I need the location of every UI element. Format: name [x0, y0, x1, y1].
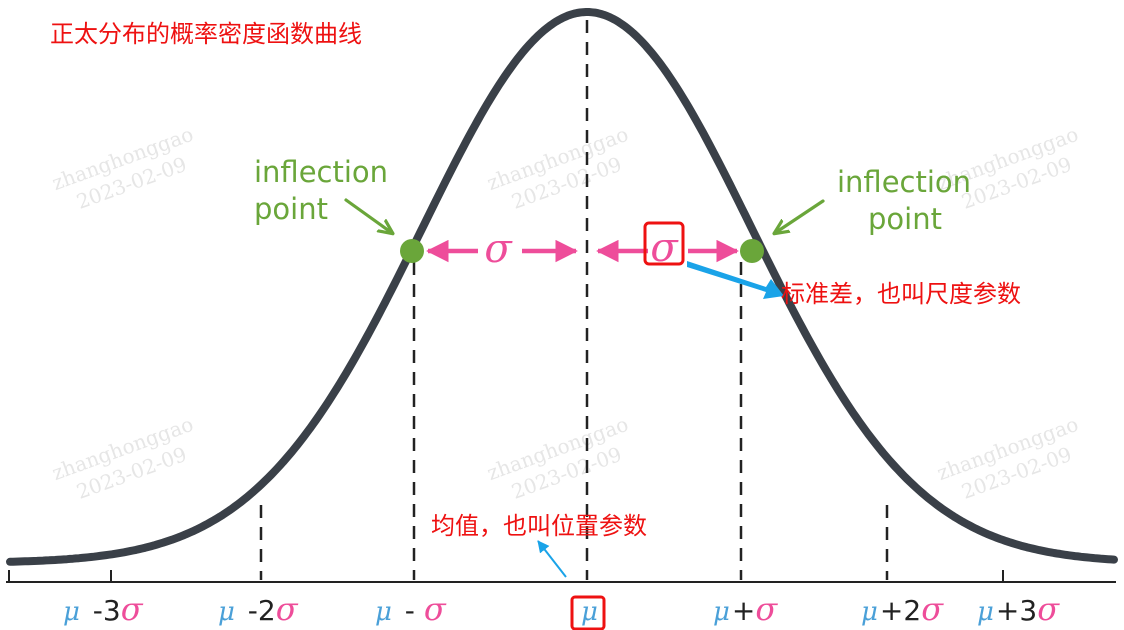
left-inflection-label-line2: point [254, 192, 328, 226]
left-sigma-label: σ [484, 226, 513, 272]
left-inflection-label-line1: inflection [254, 155, 388, 189]
mean-highlight-box [570, 595, 606, 630]
watermark-bottom-left: zhanghonggao 2023-02-09 [49, 412, 197, 504]
watermark-top-center: zhanghonggao 2023-02-09 [484, 122, 632, 214]
left-inflection-point-marker [400, 239, 424, 263]
std-annotation-arrow [687, 261, 784, 299]
bell-curve [6, 8, 1118, 566]
right-sigma-label-background [648, 226, 688, 268]
mean-annotation-arrow [537, 540, 567, 578]
tick-label-minus-2-sigma: μ -2σ [218, 590, 299, 628]
left-inflection-arrow [344, 198, 392, 233]
tick-label-plus-2-sigma: μ+2σ [861, 590, 944, 628]
tick-label-minus-1-sigma: μ - σ [375, 590, 447, 628]
tick-label-minus-3-sigma: μ -3σ [63, 590, 144, 628]
x-axis-tick-marks [8, 570, 1004, 582]
x-axis-tick-labels: μ -3σ μ -2σ μ - σ μ μ+σ μ+2σ μ+3σ [63, 590, 1060, 630]
mean-annotation-text: 均值，也叫位置参数 [431, 512, 647, 540]
tick-label-plus-3-sigma: μ+3σ [977, 590, 1060, 628]
dashed-guides [259, 20, 889, 580]
watermark-bottom-center: zhanghonggao 2023-02-09 [484, 412, 632, 504]
right-inflection-point-marker [740, 239, 764, 263]
tick-label-plus-1-sigma: μ+σ [713, 590, 778, 628]
right-inflection-label-line2: point [868, 202, 942, 236]
left-sigma-label-background [478, 226, 522, 274]
sigma-highlight-box [643, 221, 685, 266]
watermark-bottom-right: zhanghonggao 2023-02-09 [934, 412, 1082, 504]
right-inflection-label-line1: inflection [837, 165, 971, 199]
tick-label-mean: μ [581, 597, 598, 627]
right-inflection-arrow [775, 199, 825, 233]
watermark-top-left: zhanghonggao 2023-02-09 [49, 122, 197, 214]
std-annotation-text: 标准差，也叫尺度参数 [781, 280, 1021, 308]
figure-title: 正太分布的概率密度函数曲线 [50, 20, 362, 48]
